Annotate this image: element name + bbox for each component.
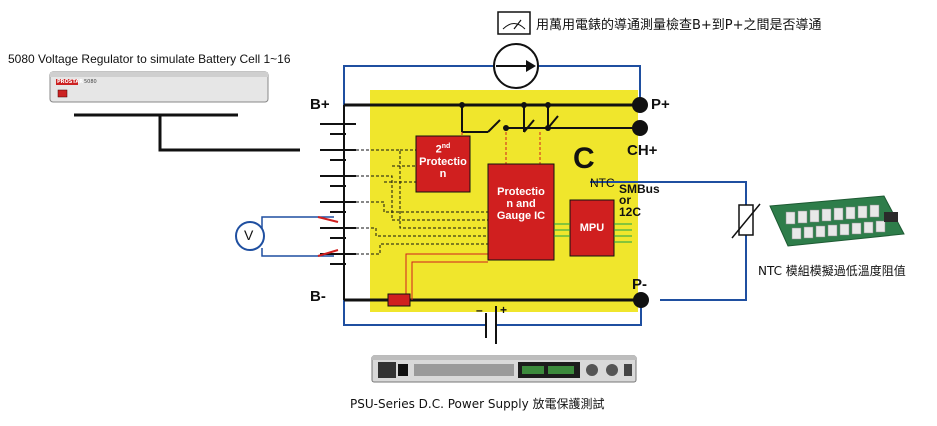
second-protection-text: Protectio n [419,155,467,180]
battery-cell-stack [320,105,356,300]
p-minus-terminal [633,292,649,308]
gauge-ic-block [487,163,555,261]
meter-arrow-head [526,60,536,72]
sense-resistor [387,293,411,307]
smbus-lines [554,223,632,243]
switch-2 [523,119,535,133]
analog-meter-icon [497,11,531,35]
voltage-regulator-device [49,71,269,103]
switch-1 [487,119,501,133]
b-minus-label: B- [310,288,326,305]
mpu-label: MPU [579,222,605,234]
regulator-model: 5080 [84,79,97,85]
psu-loop-wire [343,300,485,326]
thermistor-slash [731,203,761,239]
voltmeter-symbol [235,221,265,251]
regulator-output-wire [158,115,300,152]
ntc-wire [610,181,747,301]
psu-device [371,355,637,383]
meter-caption: 用萬用電錶的導通測量檢查B+到P+之間是否導通 [536,18,822,33]
mpu-block [569,199,615,257]
p-plus-terminal [632,97,648,113]
cell-sense-lines [356,149,488,255]
psu-plus-label: + [500,303,508,317]
voltmeter-label: V [244,227,254,243]
second-protection-superscript: nd [441,143,451,150]
ntc-module-board [769,195,905,247]
second-protection-label: 2nd Protectio n [416,143,470,180]
smbus-label: SMBus or 12C [619,182,660,219]
ch-plus-label: CH+ [627,142,658,159]
bms-big-letter: C [573,142,595,175]
psu-loop-wire-right [497,300,642,326]
ch-plus-terminal [632,120,648,136]
sense-resistor-wires [405,253,488,300]
regulator-brand: PROSTAR [57,79,84,85]
psu-caption: PSU-Series D.C. Power Supply 放電保護測試 [350,397,605,411]
second-protection-number: 2 [435,143,442,156]
regulator-caption: 5080 Voltage Regulator to simulate Batte… [8,52,291,66]
psu-minus-label: – [476,303,483,317]
b-plus-label: B+ [310,96,330,113]
p-plus-label: P+ [651,96,670,113]
ntc-caption: NTC 模組模擬過低溫度阻值 [758,264,906,278]
ntc-label: NTC [590,176,615,190]
gauge-ic-label: Protectio n and Gauge IC [496,186,546,223]
second-protection-block [415,135,471,193]
p-minus-label: P- [632,276,647,293]
